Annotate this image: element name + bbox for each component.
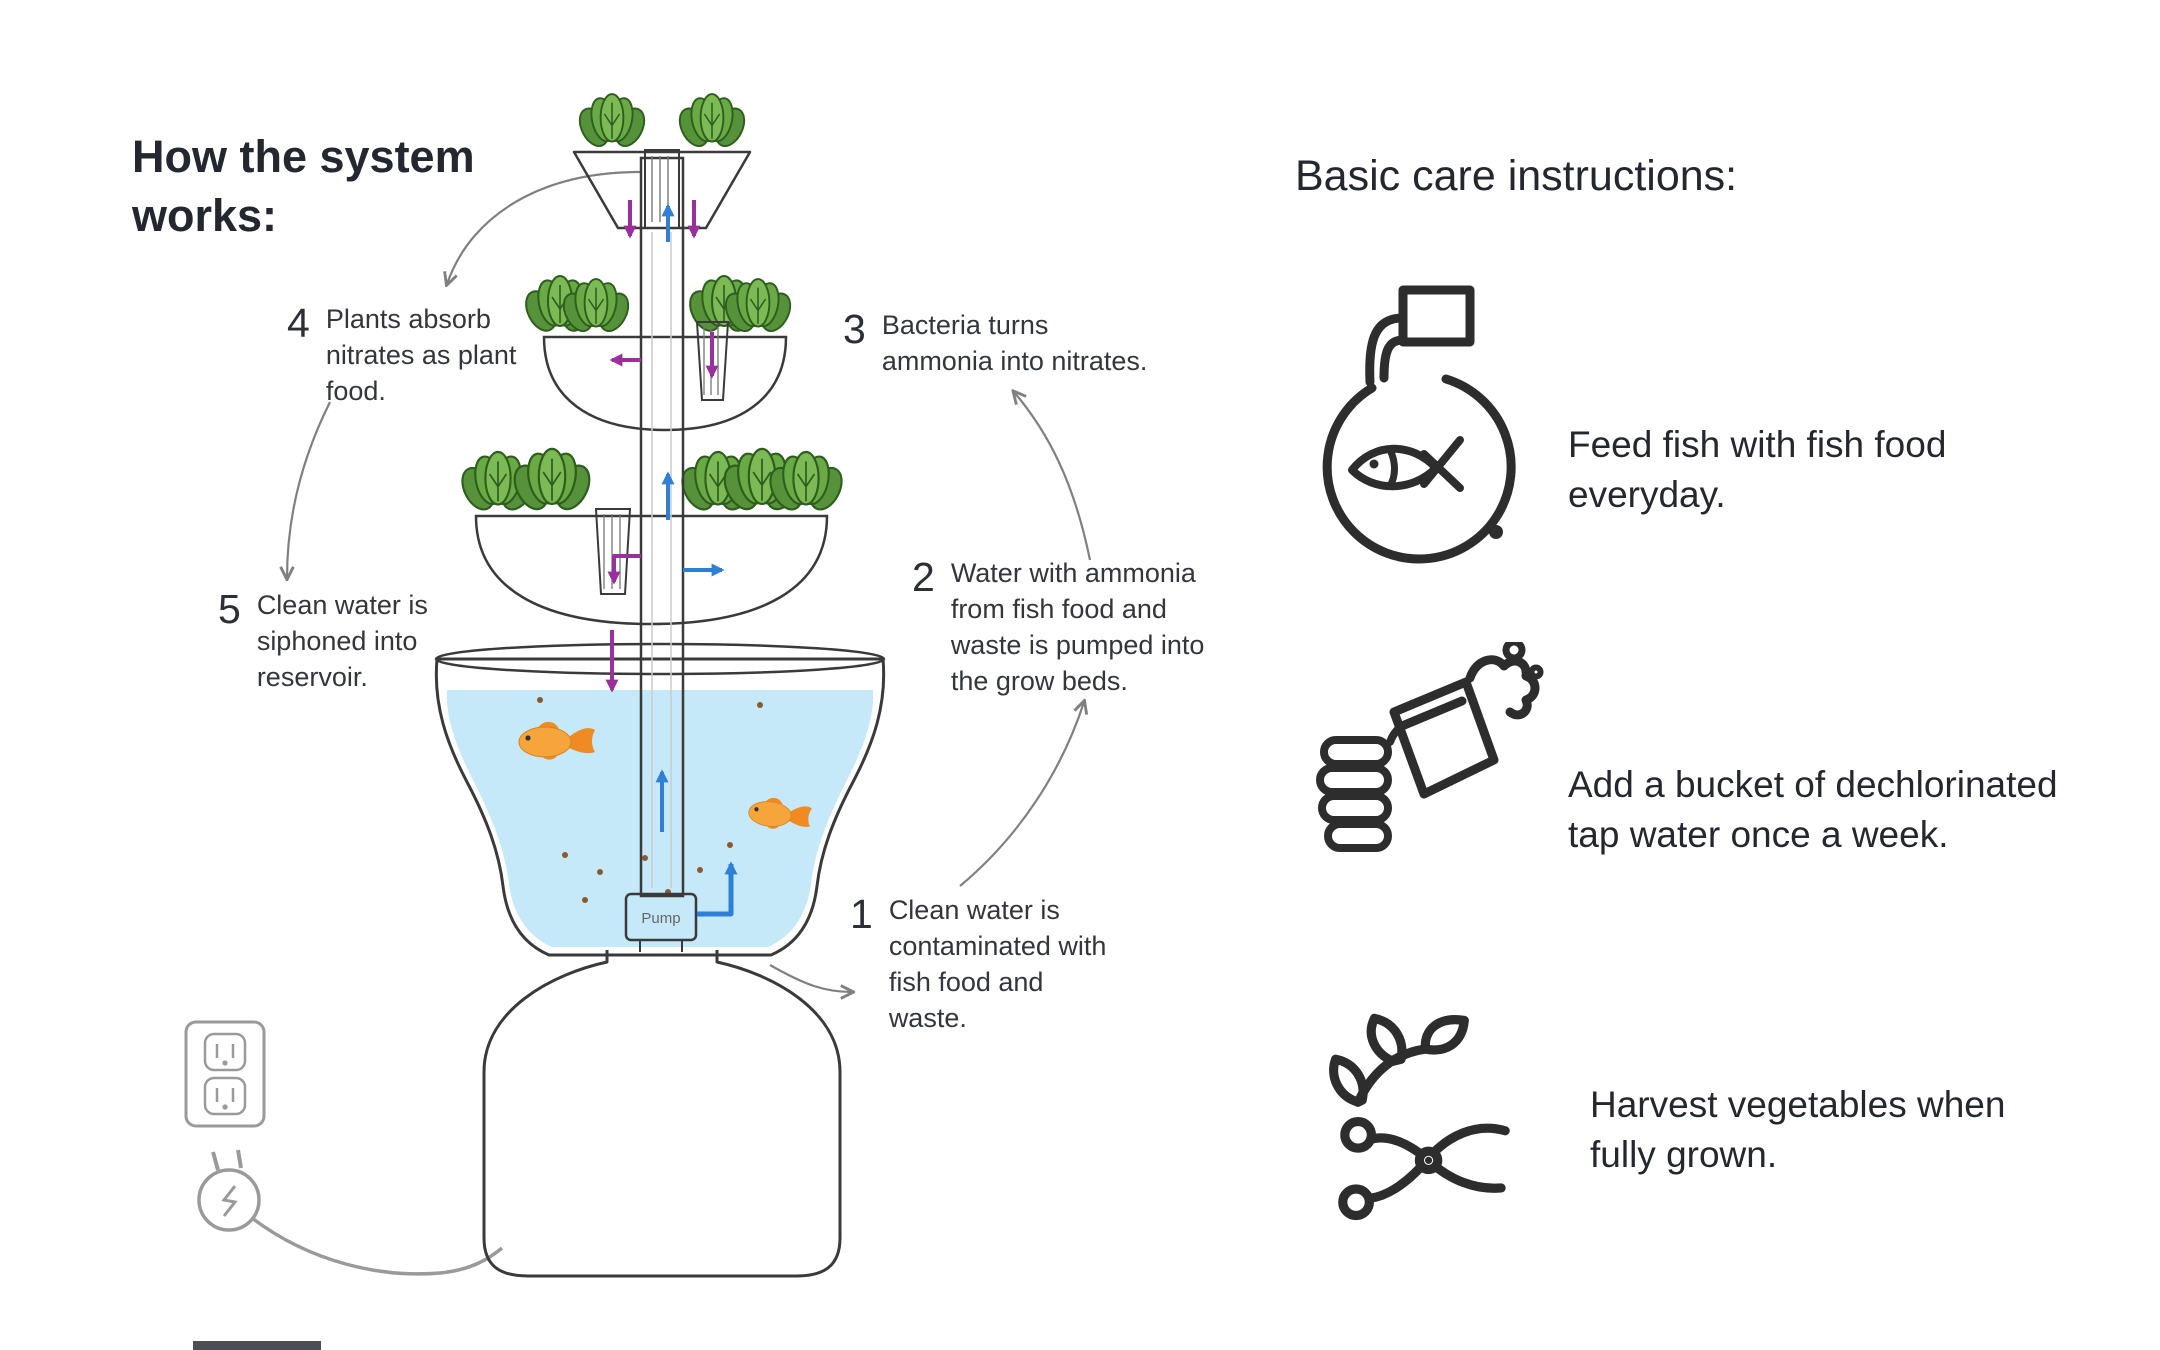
step-3: 3 Bacteria turns ammonia into nitrates.: [843, 306, 1182, 380]
step-2-number: 2: [912, 554, 935, 600]
step-1: 1 Clean water is contaminated with fish …: [850, 891, 1124, 1037]
pumped-water-arrows: [655, 203, 738, 917]
pump: Pump: [624, 892, 698, 952]
aquaponics-diagram: Pump: [184, 93, 1092, 1350]
step-5-text: Clean water is siphoned into reservoir.: [256, 590, 428, 692]
cycle-arrows: [287, 170, 1092, 992]
step-4: 4 Plants absorb nitrates as plant food.: [287, 300, 541, 410]
flow-arrows: [605, 200, 738, 917]
step-5: 5 Clean water is siphoned into reservoir…: [218, 586, 442, 696]
step-1-number: 1: [850, 891, 873, 937]
power-plug-icon: [197, 1149, 261, 1232]
step-4-text: Plants absorb nitrates as plant food.: [325, 304, 517, 406]
step-3-number: 3: [843, 306, 866, 352]
step-2: 2 Water with ammonia from fish food and …: [912, 554, 1221, 700]
central-column: Pump: [594, 149, 730, 952]
care-text-water: Add a bucket of dechlorinated tap water …: [1568, 764, 2058, 855]
fish-bowl-icon: [1300, 278, 1535, 583]
step-4-number: 4: [287, 300, 310, 346]
tank-rim: [434, 642, 886, 676]
step-2-text: Water with ammonia from fish food and wa…: [950, 558, 1205, 696]
grow-bed-lower: [474, 514, 829, 626]
reservoir-base: [482, 950, 842, 1278]
fish-food-dots: [537, 697, 763, 903]
corner-crop-mark: [193, 1341, 321, 1350]
care-text-feed: Feed fish with fish food everyday.: [1568, 424, 1947, 515]
bucket-pour-icon: [1298, 638, 1550, 909]
step-1-text: Clean water is contaminated with fish fo…: [888, 895, 1107, 1033]
net-cup-top: [644, 149, 680, 229]
page-title: How the system works:: [132, 131, 475, 241]
pump-label: Pump: [641, 910, 680, 927]
care-title: Basic care instructions:: [1295, 152, 1738, 200]
grow-tower: [474, 150, 829, 626]
step-3-text: Bacteria turns ammonia into nitrates.: [881, 310, 1148, 376]
care-text-harvest: Harvest vegetables when fully grown.: [1590, 1084, 2006, 1175]
top-funnel-bed: [572, 150, 752, 230]
harvest-shears-icon: [1305, 1008, 1545, 1233]
power-outlet-icon: [184, 1020, 266, 1128]
grow-bed-upper: [542, 335, 788, 432]
power-cord: [250, 1216, 504, 1276]
nutrient-flow-arrows: [605, 200, 719, 693]
step-5-number: 5: [218, 586, 241, 632]
